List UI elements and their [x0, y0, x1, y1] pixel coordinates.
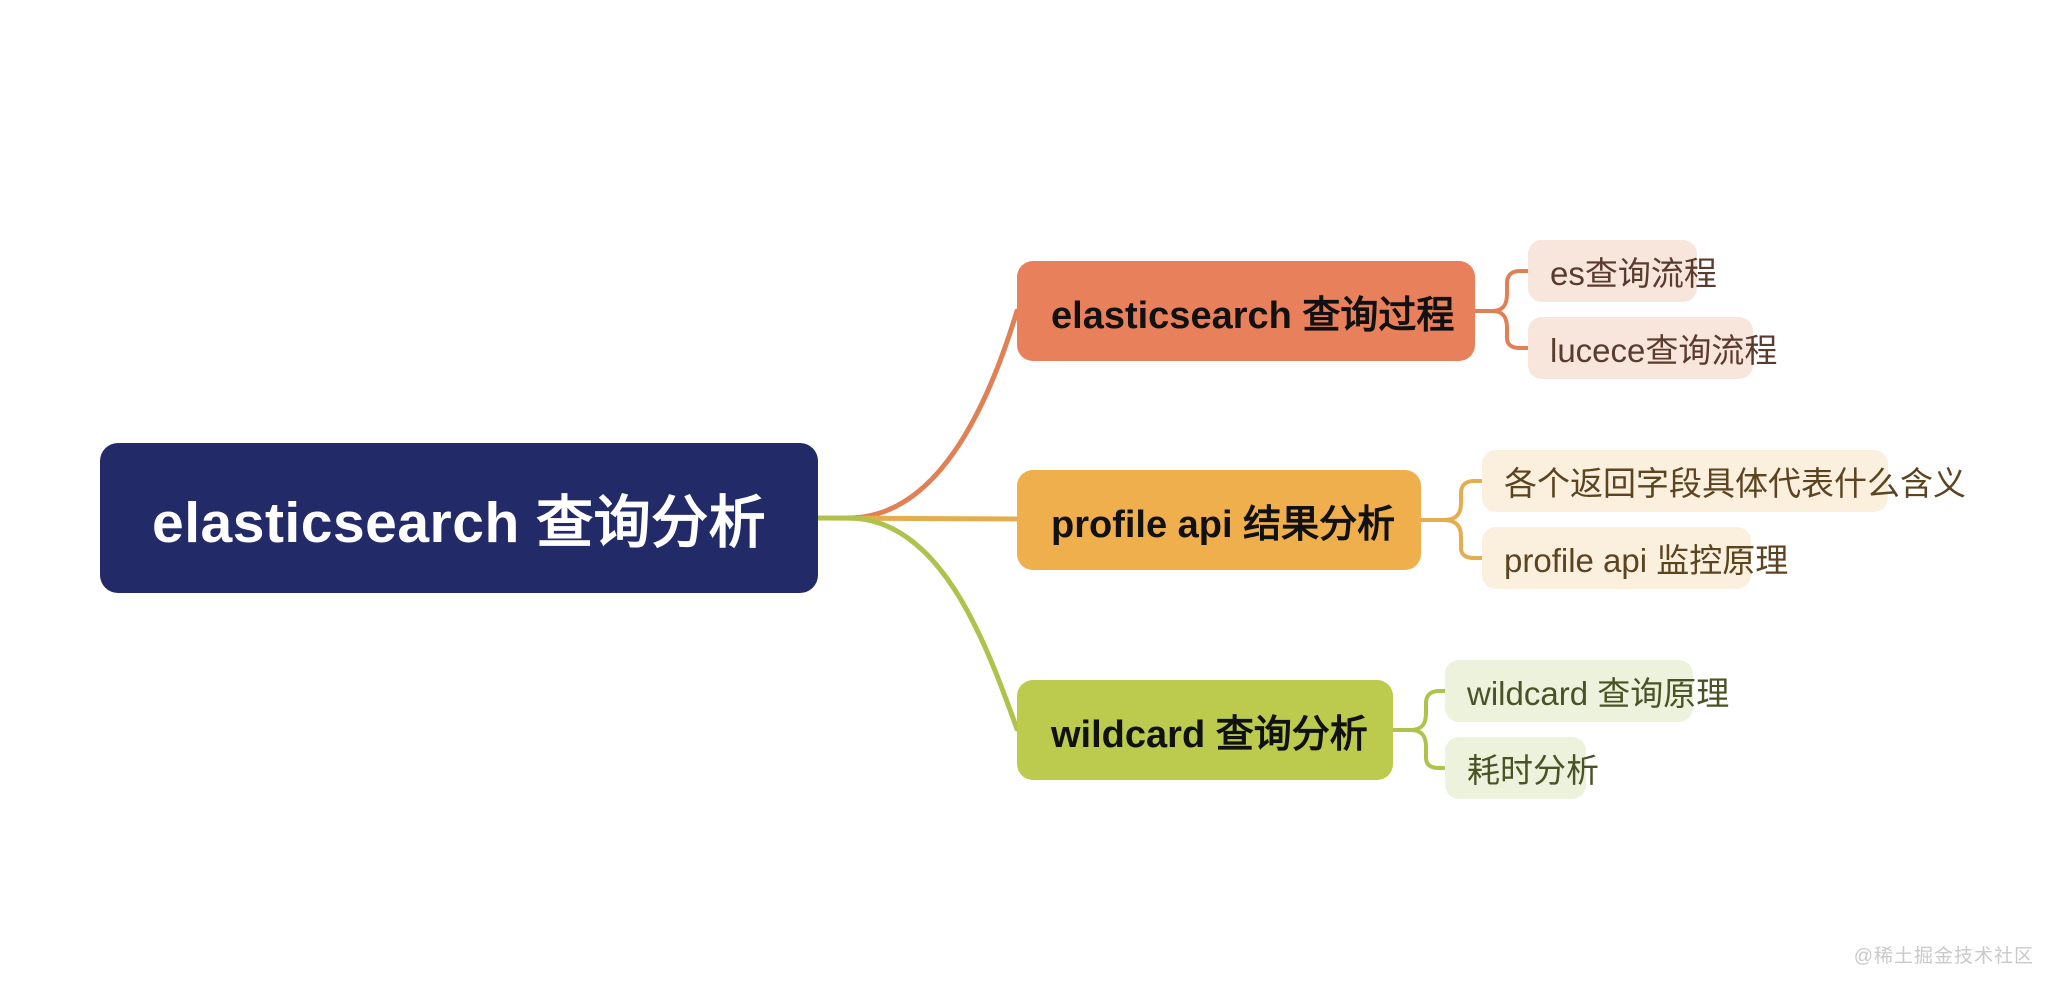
mindmap-branch-node-2[interactable]: wildcard 查询分析 — [1017, 680, 1393, 780]
mindmap-leaf-label-2-1: 耗时分析 — [1467, 752, 1599, 789]
connector-root-to-branch-2 — [815, 515, 1020, 732]
mindmap-leaf-node-0-1[interactable]: lucece查询流程 — [1528, 317, 1777, 379]
connector-root-to-branch-0 — [815, 308, 1020, 521]
mindmap-leaf-node-2-0[interactable]: wildcard 查询原理 — [1445, 660, 1729, 722]
mindmap-leaf-label-1-0: 各个返回字段具体代表什么含义 — [1504, 465, 1966, 502]
mindmap-branch-node-0[interactable]: elasticsearch 查询过程 — [1017, 261, 1475, 361]
connector-root-to-branch-1 — [815, 515, 1020, 522]
mindmap-root-node[interactable]: elasticsearch 查询分析 — [100, 443, 818, 593]
connector-branch-1-to-leaf-0 — [1419, 479, 1484, 522]
mindmap-root-label: elasticsearch 查询分析 — [152, 491, 767, 555]
connector-branch-1-to-leaf-1 — [1419, 518, 1484, 560]
mindmap-leaf-label-2-0: wildcard 查询原理 — [1467, 675, 1730, 712]
mindmap-leaf-node-2-1[interactable]: 耗时分析 — [1445, 737, 1599, 799]
mindmap-branch-node-1[interactable]: profile api 结果分析 — [1017, 470, 1421, 570]
mindmap-leaf-label-0-0: es查询流程 — [1550, 255, 1717, 292]
mindmap-leaf-label-0-1: lucece查询流程 — [1550, 332, 1778, 369]
mindmap-leaf-node-1-1[interactable]: profile api 监控原理 — [1482, 527, 1788, 589]
mindmap-branch-label-2: wildcard 查询分析 — [1051, 713, 1368, 756]
mindmap-leaf-label-1-1: profile api 监控原理 — [1504, 542, 1789, 579]
connector-branch-0-to-leaf-0 — [1473, 269, 1530, 313]
watermark: @稀土掘金技术社区 — [1853, 946, 2034, 967]
mindmap-leaf-node-0-0[interactable]: es查询流程 — [1528, 240, 1717, 302]
connector-branch-2-to-leaf-0 — [1391, 689, 1447, 732]
mindmap-branch-label-1: profile api 结果分析 — [1051, 503, 1396, 546]
connector-branch-2-to-leaf-1 — [1391, 728, 1447, 770]
mindmap-branch-label-0: elasticsearch 查询过程 — [1051, 294, 1455, 337]
connector-branch-0-to-leaf-1 — [1473, 309, 1530, 350]
mindmap-leaf-node-1-0[interactable]: 各个返回字段具体代表什么含义 — [1482, 450, 1966, 512]
